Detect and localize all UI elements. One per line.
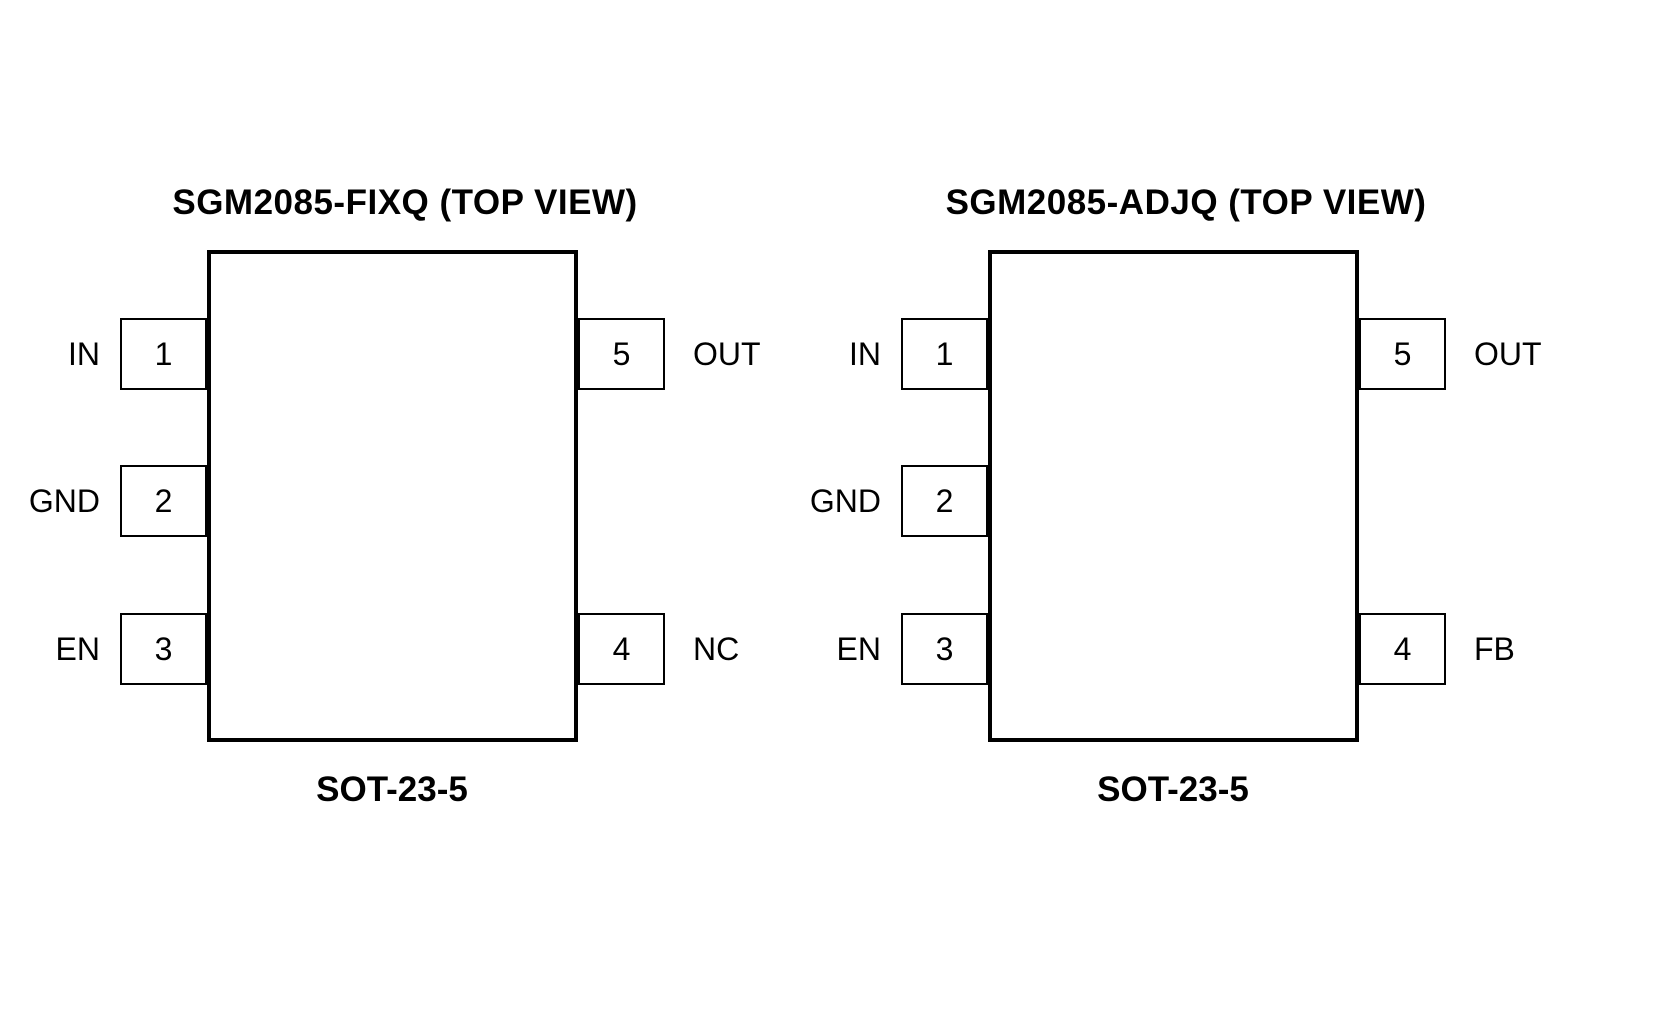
pin-label: GND	[28, 482, 100, 519]
pin-box: 1	[901, 318, 988, 390]
pin-row-fb: 4 FB	[1359, 613, 1515, 685]
pinout-diagram-fixq: SGM2085-FIXQ (TOP VIEW) IN 1 GND 2 EN 3 …	[0, 0, 780, 1036]
pin-row-in: IN 1	[0, 318, 207, 390]
pin-number: 5	[612, 335, 631, 372]
pin-label: IN	[68, 335, 100, 372]
pin-label: OUT	[693, 335, 761, 372]
pin-label: FB	[1474, 630, 1515, 667]
pin-row-in: IN 1	[781, 318, 988, 390]
pin-number: 1	[935, 335, 954, 372]
package-label: SOT-23-5	[1097, 770, 1249, 809]
ic-body	[207, 250, 578, 742]
pin-label: EN	[55, 630, 100, 667]
pin-row-nc: 4 NC	[578, 613, 739, 685]
pin-row-en: EN 3	[0, 613, 207, 685]
pin-box: 2	[120, 465, 207, 537]
pin-row-out: 5 OUT	[578, 318, 761, 390]
pin-number: 2	[154, 482, 173, 519]
pin-box: 5	[1359, 318, 1446, 390]
pin-row-gnd: GND 2	[781, 465, 988, 537]
pin-label: GND	[809, 482, 881, 519]
pin-box: 4	[1359, 613, 1446, 685]
pin-box: 3	[901, 613, 988, 685]
pin-row-out: 5 OUT	[1359, 318, 1542, 390]
pin-box: 4	[578, 613, 665, 685]
pin-label: OUT	[1474, 335, 1542, 372]
pin-box: 5	[578, 318, 665, 390]
pin-number: 1	[154, 335, 173, 372]
pin-box: 3	[120, 613, 207, 685]
pin-number: 5	[1393, 335, 1412, 372]
pin-label: NC	[693, 630, 740, 667]
pin-label: EN	[836, 630, 881, 667]
pin-box: 2	[901, 465, 988, 537]
pin-box: 1	[120, 318, 207, 390]
pinout-diagram-adjq: SGM2085-ADJQ (TOP VIEW) IN 1 GND 2 EN 3 …	[781, 0, 1561, 1036]
pin-number: 3	[154, 630, 173, 667]
pin-number: 3	[935, 630, 954, 667]
pin-number: 2	[935, 482, 954, 519]
pin-row-en: EN 3	[781, 613, 988, 685]
pin-number: 4	[1393, 630, 1412, 667]
package-label: SOT-23-5	[316, 770, 468, 809]
ic-body	[988, 250, 1359, 742]
pin-label: IN	[849, 335, 881, 372]
pin-number: 4	[612, 630, 631, 667]
diagram-title: SGM2085-FIXQ (TOP VIEW)	[172, 183, 638, 222]
diagram-title: SGM2085-ADJQ (TOP VIEW)	[945, 183, 1427, 222]
pin-row-gnd: GND 2	[0, 465, 207, 537]
